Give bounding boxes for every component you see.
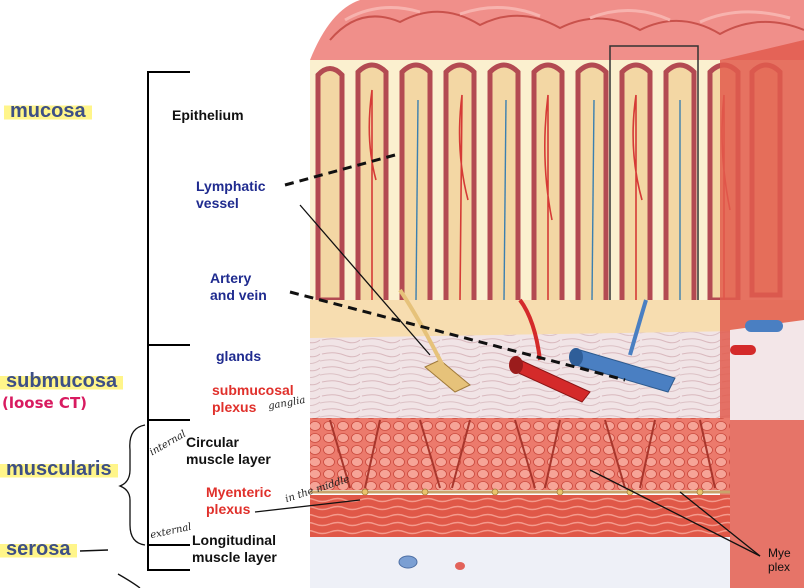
dashed-leaders <box>284 153 626 382</box>
label-circular-line1: Circular <box>186 434 239 450</box>
label-longitudinal-muscle: Longitudinal muscle layer <box>192 532 277 566</box>
layer-label-submucosa: submucosa <box>0 370 124 393</box>
label-lymphatic-vessel: Lymphatic vessel <box>196 178 266 212</box>
villus-lacteals <box>415 99 681 301</box>
label-epithelium: Epithelium <box>172 107 244 123</box>
label-longitudinal-line1: Longitudinal <box>192 532 276 548</box>
label-artery-line2: and vein <box>210 287 267 303</box>
villi <box>315 62 783 308</box>
label-lymphatic-line2: vessel <box>196 195 239 211</box>
muscularis-brace <box>118 424 146 546</box>
label-myenteric-line2: plexus <box>206 501 251 517</box>
label-myenteric-cut-line1: Mye <box>768 546 791 560</box>
layer-brackets <box>147 71 190 571</box>
label-submucosal-line2: plexus <box>212 399 257 415</box>
layer-label-mucosa: mucosa <box>4 100 92 123</box>
label-circular-line2: muscle layer <box>186 451 271 467</box>
layer-label-serosa: serosa <box>0 538 77 561</box>
label-artery-vein: Artery and vein <box>210 270 267 304</box>
note-loose-ct: (loose CT) <box>2 394 88 412</box>
label-longitudinal-line2: muscle layer <box>192 549 277 565</box>
circular-muscle-tissue <box>310 418 730 490</box>
longitudinal-muscle-tissue <box>310 495 730 537</box>
serosa-underline <box>79 549 109 552</box>
label-myenteric-line1: Myenteric <box>206 484 272 500</box>
label-artery-line1: Artery <box>210 270 252 286</box>
solid-leaders <box>254 204 761 557</box>
serosa-tissue <box>310 537 730 588</box>
label-lymphatic-line1: Lymphatic <box>196 178 266 194</box>
label-myenteric-cut-line2: plex <box>768 560 791 574</box>
label-glands: glands <box>216 348 262 364</box>
submucosa-vessels <box>398 288 676 403</box>
label-myenteric-plexus: Myenteric plexus <box>206 484 271 518</box>
label-myenteric-cut: Mye plex <box>768 546 791 574</box>
label-submucosal-plexus: submucosal plexus <box>212 382 294 416</box>
label-circular-muscle: Circular muscle layer <box>186 434 271 468</box>
submucosa-tissue <box>310 330 804 420</box>
layer-label-muscularis: muscularis <box>0 458 118 481</box>
label-submucosal-line1: submucosal <box>212 382 294 398</box>
